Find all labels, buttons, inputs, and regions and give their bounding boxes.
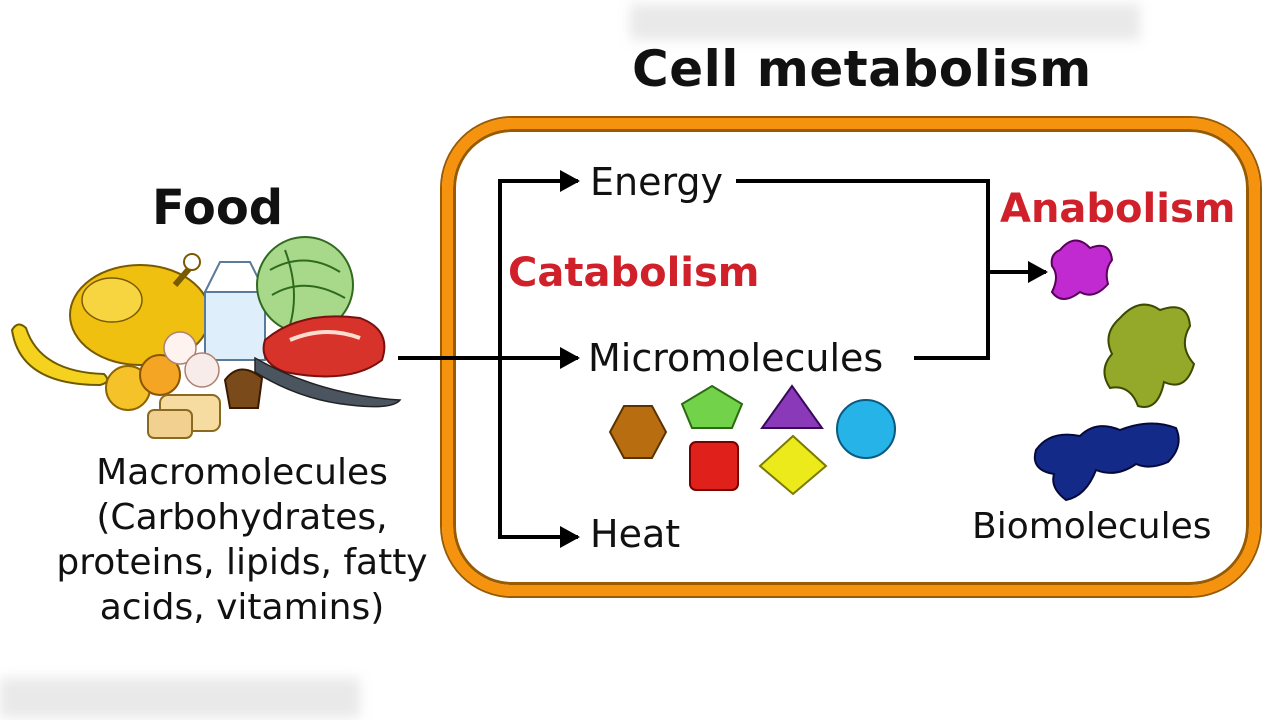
hexagon-brown-icon <box>608 405 668 459</box>
blurred-bottom-strip <box>0 678 360 718</box>
egg-icon <box>163 331 197 365</box>
biomolecules-label: Biomolecules <box>972 506 1212 547</box>
blob-navy-icon <box>1033 422 1180 502</box>
macromolecules-line: acids, vitamins) <box>99 587 385 628</box>
food-illustration <box>10 236 402 439</box>
circle-blue-icon <box>836 399 896 459</box>
micromolecules-to-anabolism-line <box>914 272 990 360</box>
macromolecules-line: proteins, lipids, fatty <box>56 542 428 583</box>
fish-icon <box>254 356 402 408</box>
banana-icon <box>10 323 109 387</box>
milk-carton-icon <box>203 261 267 361</box>
heat-label: Heat <box>590 512 681 556</box>
pentagon-green-icon <box>680 384 744 429</box>
bread-icon <box>147 394 221 439</box>
anabolism-label: Anabolism <box>1000 186 1236 232</box>
blob-magenta-icon <box>1050 239 1114 300</box>
triangle-purple-icon <box>760 384 824 429</box>
square-red-icon <box>689 441 739 491</box>
macromolecules-line: Macromolecules <box>96 452 388 493</box>
steak-icon <box>262 315 386 378</box>
blurred-top-strip <box>630 4 1140 40</box>
muffin-icon <box>223 368 264 409</box>
energy-to-anabolism-line <box>736 179 990 272</box>
page-title: Cell metabolism <box>632 40 1092 98</box>
macromolecules-description: Macromolecules (Carbohydrates, proteins,… <box>22 450 462 630</box>
blob-olive-icon <box>1103 303 1196 408</box>
orange-icon <box>139 354 181 396</box>
catabolism-label: Catabolism <box>508 250 760 296</box>
micromolecules-label: Micromolecules <box>588 336 884 380</box>
macromolecules-line: (Carbohydrates, <box>96 497 388 538</box>
energy-label: Energy <box>590 160 724 204</box>
diamond-yellow-icon <box>758 434 828 496</box>
food-label: Food <box>152 180 284 236</box>
